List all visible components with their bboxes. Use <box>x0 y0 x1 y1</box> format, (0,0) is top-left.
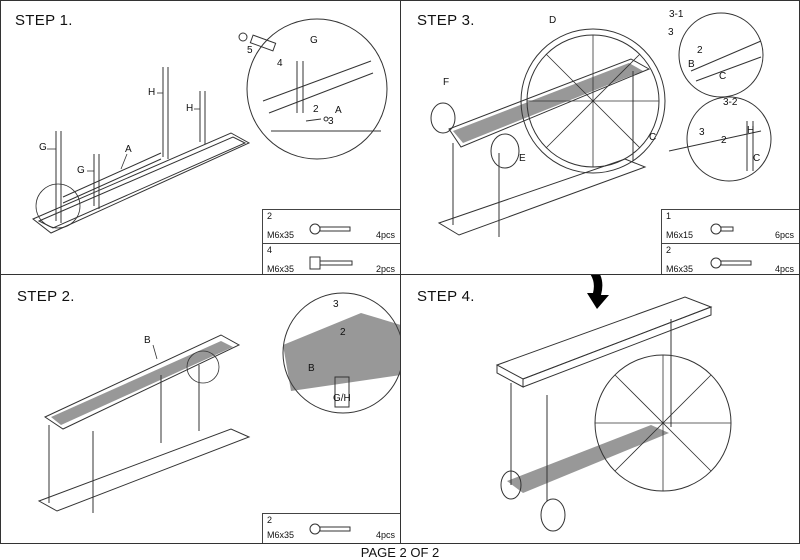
step-2-panel: STEP 2. B 3 2 B G/H 2 M6x35 4pcs <box>0 274 401 544</box>
detail-label-2: 2 <box>313 104 319 115</box>
detail-label-c-1: C <box>719 71 727 82</box>
detail-label-3-1: 3-1 <box>669 9 684 20</box>
part-number: 2 <box>267 515 273 525</box>
part-label-h-right: H <box>186 103 194 114</box>
parts-row: 2 M6x35 4pcs <box>263 514 400 543</box>
parts-row: 2 M6x35 4pcs <box>662 244 799 274</box>
detail-label-c-2: C <box>753 153 761 164</box>
detail-label-3b: 3 <box>699 127 705 138</box>
part-number: 1 <box>666 211 672 221</box>
step-3-title: STEP 3. <box>417 12 475 29</box>
detail-label-g: G <box>310 35 318 46</box>
bolt-icon <box>309 223 351 235</box>
parts-row: 4 M6x35 2pcs <box>263 244 400 274</box>
part-qty: 4pcs <box>774 264 794 274</box>
part-label-c: C <box>649 132 657 143</box>
step-3-parts-table: 1 M6x15 6pcs 2 M6x35 4pcs <box>661 209 799 274</box>
part-number: 4 <box>267 245 273 255</box>
step-3-panel: STEP 3. D F E <box>400 0 800 275</box>
detail-label-b: B <box>308 363 315 374</box>
part-qty: 4pcs <box>375 230 395 240</box>
part-number: 2 <box>267 211 273 221</box>
detail-label-3: 3 <box>328 116 334 127</box>
detail-label-2b: 2 <box>721 135 727 146</box>
part-label-e: E <box>519 153 526 164</box>
detail-label-a: A <box>335 105 342 116</box>
part-size: M6x35 <box>267 230 295 240</box>
parts-row: 2 M6x35 4pcs <box>263 210 400 244</box>
step-1-panel: STEP 1. <box>0 0 401 275</box>
curved-arrow-icon <box>587 275 609 309</box>
detail-label-3-2: 3-2 <box>723 97 738 108</box>
part-qty: 6pcs <box>774 230 794 240</box>
detail-label-2a: 2 <box>697 45 703 56</box>
detail-label-gh: G/H <box>333 393 351 404</box>
detail-label-b: B <box>688 59 695 70</box>
step-2-frame-illustration <box>37 292 400 513</box>
step-1-title: STEP 1. <box>15 12 73 29</box>
step-4-title: STEP 4. <box>417 288 475 305</box>
short-bolt-icon <box>710 223 734 235</box>
part-qty: 4pcs <box>375 530 395 540</box>
detail-label-2: 2 <box>340 327 346 338</box>
detail-label-h: H <box>747 125 755 136</box>
part-size: M6x15 <box>666 230 694 240</box>
part-number: 2 <box>666 245 672 255</box>
bolt-icon <box>309 523 351 535</box>
part-label-f: F <box>443 77 450 88</box>
step-2-parts-table: 2 M6x35 4pcs <box>262 513 400 543</box>
step-1-frame-illustration <box>32 18 388 234</box>
step-2-title: STEP 2. <box>17 288 75 305</box>
part-label-d: D <box>549 15 557 26</box>
detail-label-3: 3 <box>333 299 339 310</box>
part-size: M6x35 <box>267 264 295 274</box>
part-label-a: A <box>125 144 132 155</box>
step-3-cart-illustration <box>430 12 772 237</box>
part-label-b: B <box>144 335 151 346</box>
part-label-g-left: G <box>39 142 47 153</box>
part-label-h-back: H <box>148 87 156 98</box>
part-size: M6x35 <box>267 530 295 540</box>
page-number-footer: PAGE 2 OF 2 <box>360 545 440 560</box>
bolt-icon <box>710 257 752 269</box>
hex-bolt-icon <box>309 256 353 270</box>
detail-label-4: 4 <box>277 58 283 69</box>
detail-label-5: 5 <box>247 45 253 56</box>
detail-label-3a: 3 <box>668 27 674 38</box>
part-qty: 2pcs <box>375 264 395 274</box>
parts-row: 1 M6x15 6pcs <box>662 210 799 244</box>
part-size: M6x35 <box>666 264 694 274</box>
step-4-panel: STEP 4. <box>400 274 800 544</box>
part-label-g-mid: G <box>77 165 85 176</box>
step-4-final-illustration <box>495 296 732 532</box>
step-1-parts-table: 2 M6x35 4pcs 4 M6x35 2pcs <box>262 209 400 274</box>
